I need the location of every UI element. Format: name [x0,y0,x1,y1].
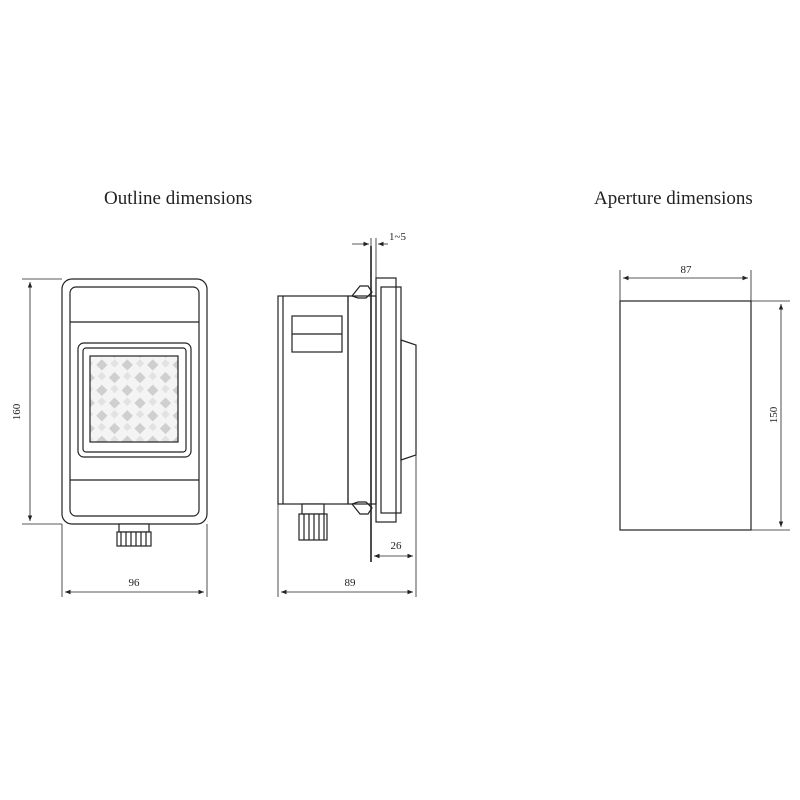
aperture-dimensions-title: Aperture dimensions [594,188,753,209]
side-body [277,295,349,505]
aperture-height-dimension [751,300,790,531]
front-height-label: 160 [11,403,23,420]
lower-clip [350,501,373,515]
side-cable-gland [298,503,328,541]
side-depth-dimension [277,504,413,597]
front-width-dimension [61,524,208,597]
aperture-width-label: 87 [681,264,693,276]
panel-thickness-dimension [352,238,388,278]
side-view [277,246,417,562]
side-front-bezel [380,286,402,514]
aperture-cutout [619,300,752,531]
front-width-label: 96 [129,577,141,589]
lens-frame [77,342,192,458]
aperture-height-label: 150 [768,406,780,423]
side-lens-protrusion [400,339,417,461]
side-front-cover [375,277,397,523]
lens-glass [89,355,179,443]
aperture-width-dimension [619,270,752,301]
front-cable-gland [116,523,152,547]
protrusion-label: 26 [391,540,403,552]
panel-thickness-label: 1~5 [389,231,406,243]
protrusion-dimension [374,455,417,597]
front-height-dimension [22,278,62,525]
upper-clip [350,285,373,299]
outline-dimensions-title: Outline dimensions [104,188,253,209]
side-depth-label: 89 [345,577,357,589]
front-bezel [69,286,200,517]
lens-inner-frame [82,347,187,453]
front-view [61,278,208,547]
